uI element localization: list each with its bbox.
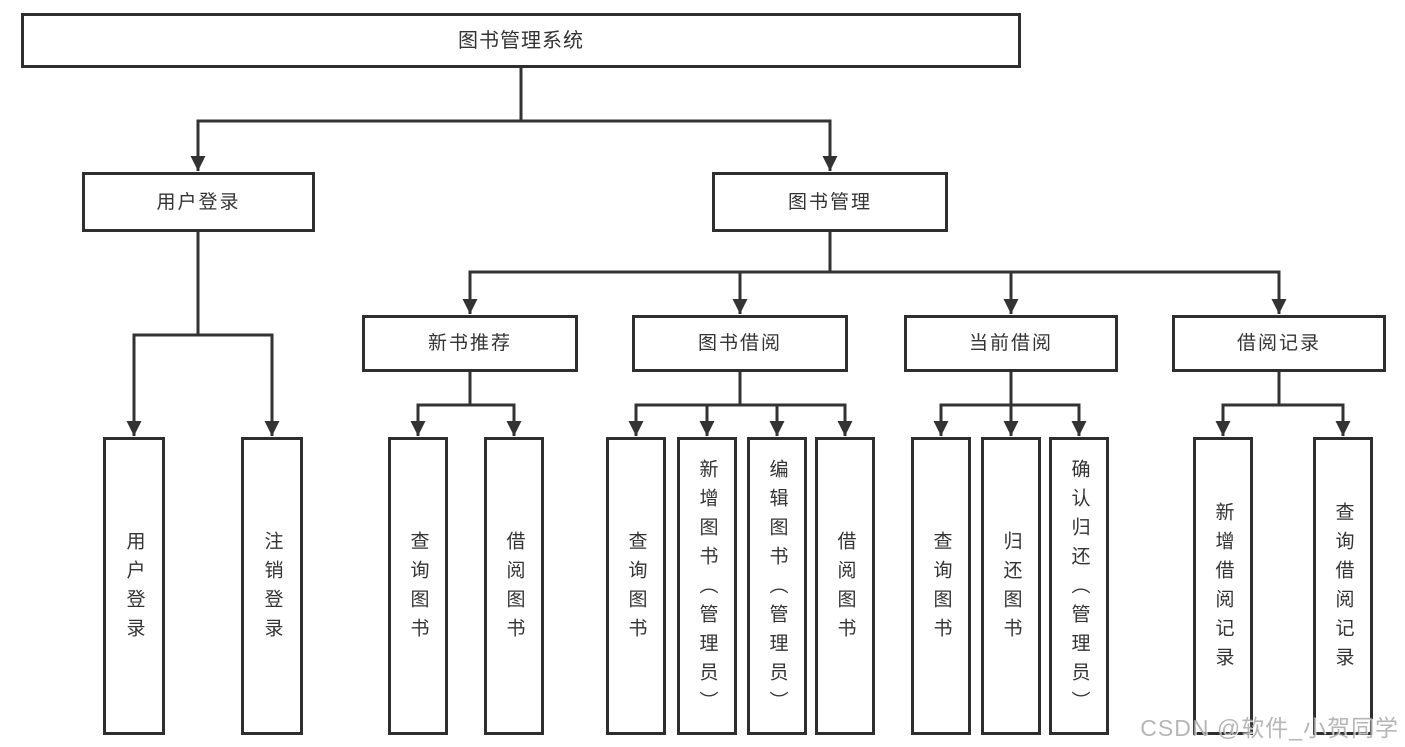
leaf-nb-query-book: 查询图书 [388,437,448,735]
node-current-borrow: 当前借阅 [904,315,1118,372]
connector-user-login-trunk [132,232,274,337]
leaf-br-add-record: 新增借阅记录 [1193,437,1253,735]
leaf-nb-borrow-book: 借阅图书 [484,437,544,735]
connector-current-borrow-trunk [939,372,1081,407]
leaf-br-query-record: 查询借阅记录 [1313,437,1373,735]
leaf-bb-edit-book-admin: 编辑图书（管理员） [747,437,807,735]
node-new-book-recommend: 新书推荐 [362,315,578,372]
node-root: 图书管理系统 [21,13,1021,68]
connector-new-book-recommend-trunk [416,372,516,407]
node-book-borrow: 图书借阅 [632,315,848,372]
node-book-management: 图书管理 [712,172,948,232]
leaf-bb-query-book: 查询图书 [606,437,666,735]
leaf-cb-confirm-return-admin: 确认归还（管理员） [1049,437,1109,735]
node-user-login: 用户登录 [82,172,315,232]
leaf-user-login: 用户登录 [103,437,165,735]
leaf-bb-borrow-book: 借阅图书 [815,437,875,735]
connector-book-borrow-trunk [634,372,847,407]
leaf-cb-query-book: 查询图书 [911,437,971,735]
leaf-logout: 注销登录 [241,437,303,735]
csdn-watermark: CSDN @软件_小贺同学 [1140,715,1399,741]
leaf-bb-add-book-admin: 新增图书（管理员） [677,437,737,735]
connector-root-trunk [196,67,832,123]
leaf-cb-return-book: 归还图书 [981,437,1041,735]
connector-borrow-records-trunk [1221,372,1345,407]
node-borrow-records: 借阅记录 [1172,315,1386,372]
connector-book-management-trunk [468,232,1281,274]
